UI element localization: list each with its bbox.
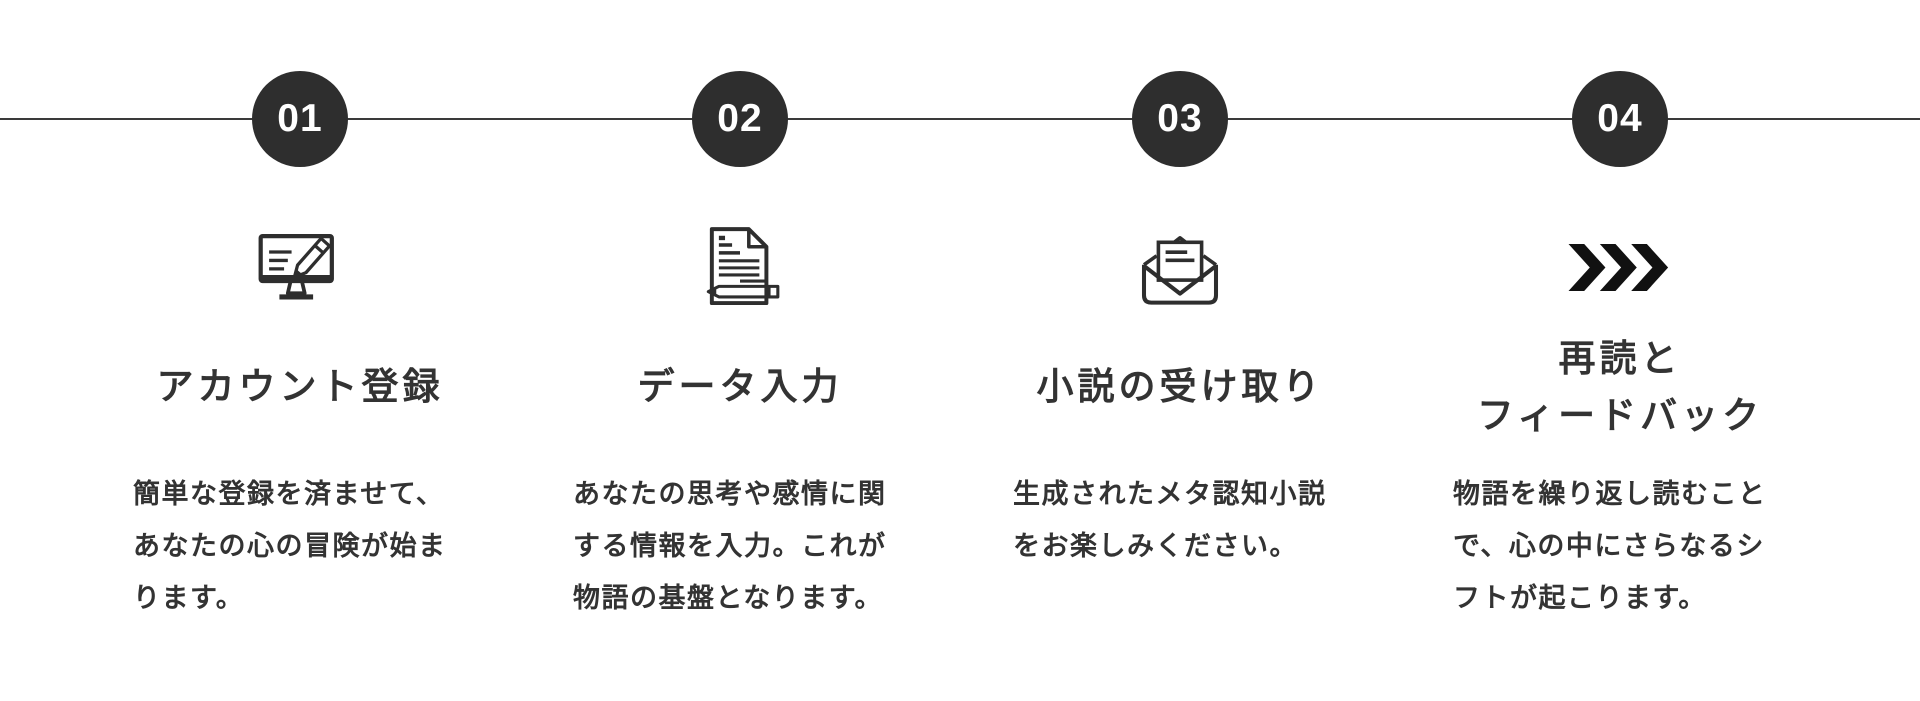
step-description: 物語を繰り返し読むこと で、心の中にさらなるシ フトが起こります。 — [1453, 479, 1767, 613]
step-title: 小説の受け取り — [1036, 366, 1324, 408]
step-title: アカウント登録 — [156, 366, 444, 408]
step-title: データ入力 — [637, 366, 843, 408]
step-data-input: 02 データ入力 あなたの思考や感情に関 する情 — [520, 0, 960, 701]
document-pen-icon — [696, 221, 784, 313]
envelope-open-icon — [1135, 221, 1225, 313]
step-description: あなたの思考や感情に関 する情報を入力。これが 物語の基盤となります。 — [573, 479, 887, 613]
monitor-edit-icon — [253, 221, 347, 313]
step-reread-feedback: 04 再読と フィードバック 物語を繰り返し読むこと で、心の中にさらなるシ フ… — [1400, 0, 1840, 701]
step-novel-delivery: 03 小説の受け取り 生成されたメタ認知小説 をお楽しみください。 — [960, 0, 1400, 701]
step-number-badge: 02 — [692, 71, 788, 167]
chevrons-right-icon — [1568, 221, 1672, 313]
step-description: 生成されたメタ認知小説 をお楽しみください。 — [1013, 479, 1327, 561]
timeline-divider — [0, 118, 1920, 120]
step-number-badge: 04 — [1572, 71, 1668, 167]
step-number-badge: 01 — [252, 71, 348, 167]
step-description: 簡単な登録を済ませて、 あなたの心の冒険が始ま ります。 — [133, 479, 447, 613]
step-title: 再読と フィードバック — [1476, 337, 1764, 436]
step-number-badge: 03 — [1132, 71, 1228, 167]
step-account-registration: 01 アカウント登録 簡単な登録を済ませて、 あなたの心の冒険が始ま ります。 — [80, 0, 520, 701]
